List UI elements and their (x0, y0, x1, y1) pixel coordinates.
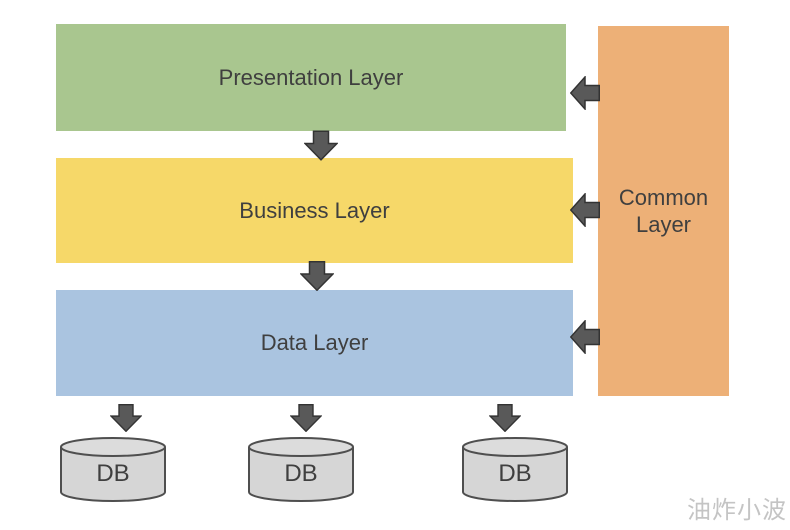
cylinder-icon (60, 437, 166, 502)
arrow-left-icon (570, 193, 600, 227)
cylinder-icon (248, 437, 354, 502)
arrow-left-icon (570, 76, 600, 110)
layer-common: Common Layer (598, 26, 729, 396)
db-label: DB (284, 460, 318, 487)
arrow-down-icon (300, 261, 334, 291)
layer-business-label: Business Layer (239, 197, 390, 223)
arrow-down-icon (290, 404, 322, 432)
layer-presentation: Presentation Layer (56, 24, 566, 131)
layer-business: Business Layer (56, 158, 573, 263)
arrow-down-icon (110, 404, 142, 432)
database-cylinder: DB (462, 437, 568, 502)
layer-presentation-label: Presentation Layer (218, 64, 404, 90)
db-label: DB (498, 460, 532, 487)
arrow-down-icon (304, 130, 338, 161)
watermark: 油炸小波 (687, 497, 787, 524)
arrow-left-icon (570, 320, 600, 354)
arrow-down-icon (489, 404, 521, 432)
layer-common-label: Common Layer (618, 184, 709, 238)
db-label: DB (96, 460, 130, 487)
database-cylinder: DB (248, 437, 354, 502)
database-cylinder: DB (60, 437, 166, 502)
layer-data: Data Layer (56, 290, 573, 396)
cylinder-icon (462, 437, 568, 502)
layer-data-label: Data Layer (260, 330, 369, 356)
